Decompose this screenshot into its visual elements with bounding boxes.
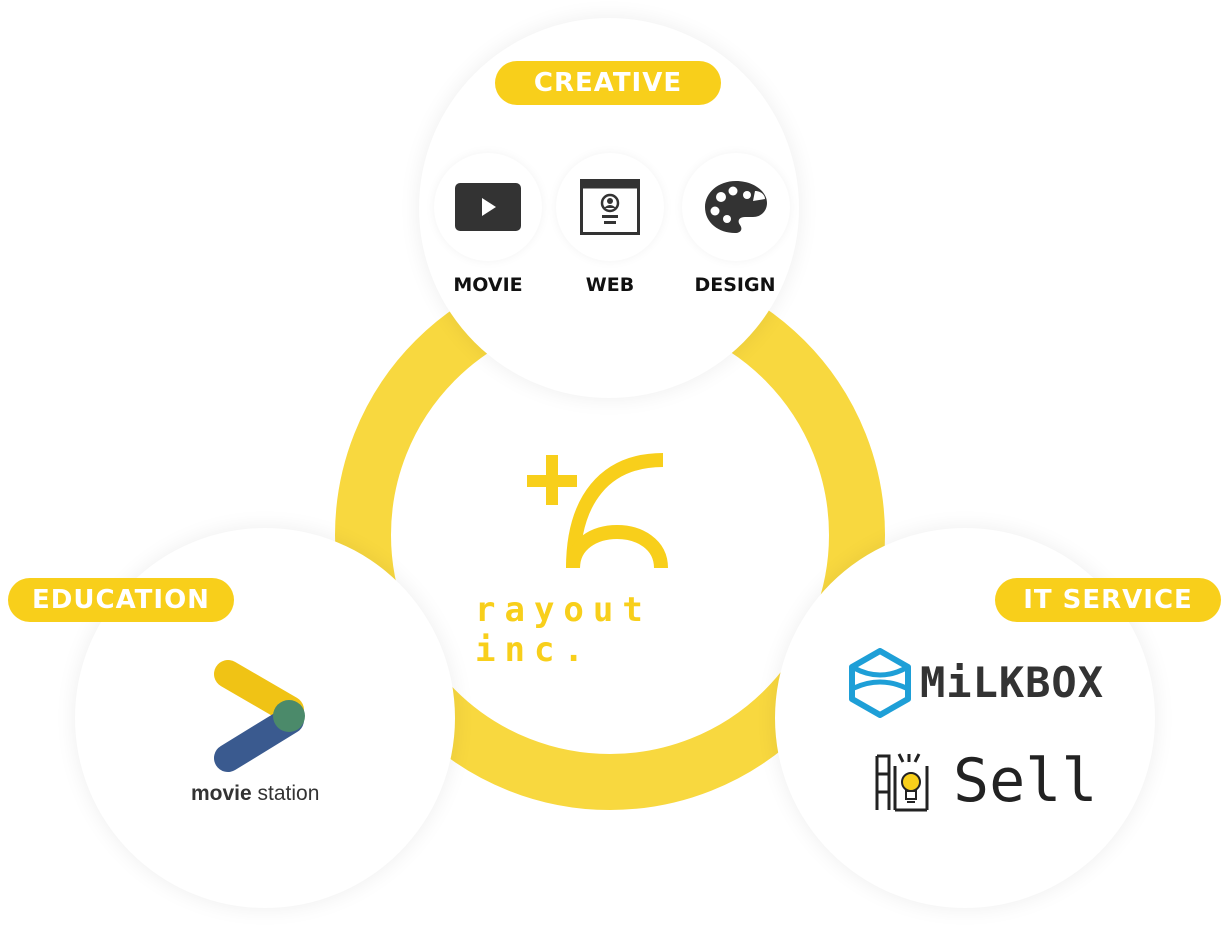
service-label-web: WEB <box>585 274 635 296</box>
nosell-name: Sell <box>953 746 1098 816</box>
movie-word: movie <box>191 782 252 805</box>
rayout-mark-icon <box>527 453 668 569</box>
milkbox-product[interactable]: MiLKBOX <box>848 648 1103 720</box>
palette-icon <box>705 181 767 233</box>
service-web[interactable] <box>556 153 664 261</box>
rayout-logo: rayout inc. <box>455 440 765 670</box>
movie-station-name: movie station <box>191 782 319 806</box>
play-icon <box>455 183 521 231</box>
milkbox-name: MiLKBOX <box>920 658 1105 707</box>
creative-label: CREATIVE <box>495 61 721 105</box>
service-movie[interactable] <box>434 153 542 261</box>
web-profile-icon <box>580 179 640 235</box>
station-word: station <box>257 782 320 805</box>
movie-station-product[interactable]: movie station <box>185 660 345 810</box>
nosell-logo <box>875 753 929 812</box>
service-design[interactable] <box>682 153 790 261</box>
it-service-label: IT SERVICE <box>995 578 1221 622</box>
service-label-movie: MOVIE <box>453 274 523 296</box>
company-name: rayout inc. <box>475 590 652 670</box>
service-label-design: DESIGN <box>694 274 776 296</box>
milkbox-logo <box>849 648 911 718</box>
movie-station-logo <box>214 660 305 772</box>
nosell-product[interactable]: Sell <box>873 748 1098 816</box>
education-label: EDUCATION <box>8 578 234 622</box>
